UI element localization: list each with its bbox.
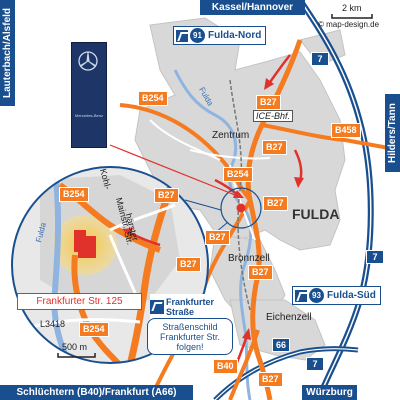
motorway-exit-icon xyxy=(150,300,164,314)
route-arrows xyxy=(214,54,304,366)
road-b458 xyxy=(261,123,400,152)
exit-fulda-nord[interactable]: 91 Fulda-Nord xyxy=(173,26,267,45)
road-label: B27 xyxy=(263,196,288,211)
railway xyxy=(229,79,251,311)
edge-label-bottom-left: Schlüchtern (B40)/Frankfurt (A66) xyxy=(0,385,193,400)
note-line3: folgen! xyxy=(176,341,204,352)
motorway-shield: 7 xyxy=(366,250,384,264)
road-label: B40 xyxy=(213,359,238,374)
road-b40 xyxy=(228,329,260,400)
mercedes-star-icon xyxy=(78,51,98,71)
edge-label-right: Hilders/Tann xyxy=(385,94,400,172)
edge-label-bottom-right: Würzburg xyxy=(302,385,357,400)
note-box: Straßenschild Frankfurter Str. folgen! xyxy=(147,318,233,355)
connector-line xyxy=(109,144,236,196)
road-label: B254 xyxy=(223,167,253,182)
dealer-sign[interactable]: Mercedes-Benz xyxy=(71,42,107,148)
exit-fulda-sued[interactable]: 93 Fulda-Süd xyxy=(292,286,381,305)
exit-sign-line1: Frankfurter xyxy=(166,297,215,307)
dealer-sign-text: Mercedes-Benz xyxy=(74,113,103,118)
scale-bar-main xyxy=(331,14,373,19)
inset-road-label: B27 xyxy=(154,188,179,203)
road-label: B27 xyxy=(205,230,230,245)
destination-label[interactable]: Frankfurter Str. 125 xyxy=(17,293,142,310)
road-label: B458 xyxy=(331,123,361,138)
exit-number-north: 91 xyxy=(190,28,205,43)
exit-sign-frankfurter-strasse: Frankfurter Straße xyxy=(150,294,215,320)
note-line2: Frankfurter Str. xyxy=(159,331,221,342)
road-b254 xyxy=(119,103,252,202)
scale-bar-inset xyxy=(57,353,96,358)
road-label: B27 xyxy=(258,372,283,387)
motorway-exit-icon xyxy=(176,29,188,42)
exit-label-north: Fulda-Nord xyxy=(208,30,262,41)
road-label: B27 xyxy=(256,95,281,110)
ice-station-label: ICE-Bhf. xyxy=(253,110,294,122)
road-label: B254 xyxy=(138,91,168,106)
destination-marker[interactable] xyxy=(236,203,246,213)
exit-number-south: 93 xyxy=(309,288,324,303)
city-label: FULDA xyxy=(292,206,340,222)
connector-line-2 xyxy=(184,199,222,211)
motorway-exit-icon xyxy=(295,289,307,302)
urban-areas xyxy=(134,17,346,361)
eichenzell-label: Eichenzell xyxy=(266,312,312,323)
road-label: B27 xyxy=(176,257,201,272)
edge-label-top: Kassel/Hannover xyxy=(200,0,305,15)
road-label: B27 xyxy=(248,265,273,280)
motorway-shield: 66 xyxy=(272,338,290,352)
center-label: Zentrum xyxy=(212,130,250,141)
copyright: © map-design.de xyxy=(318,20,380,29)
road-label: B27 xyxy=(262,140,287,155)
road-label-l3418: L3418 xyxy=(40,319,66,329)
note-line1: Straßenschild xyxy=(162,321,218,332)
dealer-building[interactable] xyxy=(74,230,96,258)
motorway-shield: 7 xyxy=(311,52,329,66)
scale-label-main: 2 km xyxy=(342,3,362,13)
scale-label-inset: 500 m xyxy=(62,342,88,352)
bronnzell-label: Bronnzell xyxy=(228,253,270,264)
detail-circle xyxy=(220,187,262,229)
exit-sign-line2: Straße xyxy=(166,307,195,317)
inset-road-label: B254 xyxy=(59,187,89,202)
edge-label-left: Lauterbach/Alsfeld xyxy=(0,0,15,106)
motorway-shield: 7 xyxy=(306,357,324,371)
exit-label-south: Fulda-Süd xyxy=(327,290,376,301)
inset-road-label: B254 xyxy=(79,322,109,337)
